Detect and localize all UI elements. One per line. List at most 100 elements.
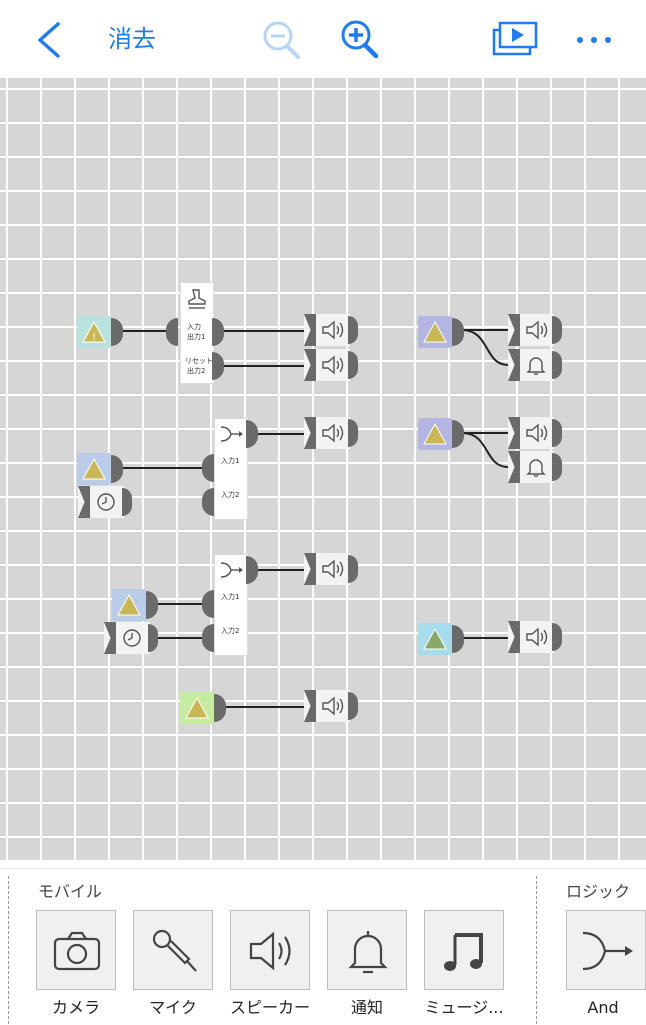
and-gate-icon [220,426,243,442]
wire [462,637,508,639]
and-input1-tab [202,590,214,618]
logic-section-title: ロジック [566,882,631,901]
and-output-tab [246,556,258,584]
speaker-block[interactable] [508,417,562,449]
speaker-block[interactable] [304,314,358,346]
speaker-block[interactable] [508,621,562,653]
timer-block[interactable] [104,622,158,654]
bell-icon [526,459,546,477]
sensor-block[interactable] [112,589,158,621]
palette-and[interactable] [566,910,646,990]
speaker-block[interactable] [304,553,358,585]
palette-divider [8,876,9,1024]
speaker-icon [526,627,548,647]
palette-music-label: ミュージ... [424,998,504,1017]
palette-divider [536,876,537,1024]
more-dots-icon [577,37,611,43]
toolbar: 消去 [0,0,646,78]
sensor-block[interactable] [418,623,464,655]
speaker-icon [249,931,291,971]
clock-icon [123,629,141,647]
bell-icon [526,357,546,375]
sensor-block[interactable] [77,453,123,485]
wire [122,330,168,332]
palette-microphone[interactable] [133,910,213,990]
wire [258,569,304,571]
counter-output1-tab [212,318,224,346]
sensor-block[interactable]: ! [77,316,123,348]
and-gate-icon [582,931,633,971]
more-button[interactable] [572,22,618,56]
speaker-icon [322,355,344,375]
play-stack-icon [492,21,538,56]
and-output-tab [246,420,258,448]
sensor-block[interactable] [180,692,226,724]
input1-label: 入力1 [221,593,240,601]
and-input1-tab [202,454,214,482]
speaker-block[interactable] [304,690,358,722]
zoom-in-icon [341,20,379,59]
zoom-out-icon [263,21,300,59]
input-label: 入力 [187,323,201,331]
program-canvas[interactable]: ! 入力 出力1 リセット 出力2 [0,78,646,860]
and-input2-tab [202,488,214,516]
sensor-block[interactable] [418,418,464,450]
music-note-icon [444,933,483,971]
palette-speaker-label: スピーカー [229,998,310,1017]
mobile-section-title: モバイル [38,882,103,901]
palette-notification[interactable] [327,910,407,990]
warning-sensor-icon [117,593,141,616]
speaker-icon [526,320,548,340]
wire [258,433,304,435]
clock-icon [97,493,115,511]
warning-sensor-icon [423,627,447,650]
timer-block[interactable] [78,486,132,518]
warning-sensor-icon [423,320,447,343]
wire [224,706,304,708]
bell-icon [348,931,388,974]
svg-text:!: ! [92,332,96,343]
clear-button[interactable]: 消去 [108,25,156,53]
sensor-block[interactable] [418,316,464,348]
and-block[interactable]: 入力1 入力2 [214,554,248,656]
speaker-icon [322,320,344,340]
palette-camera-label: カメラ [51,998,100,1017]
chevron-left-icon [38,22,60,58]
zoom-out-button[interactable] [258,18,306,62]
palette-notification-label: 通知 [350,998,383,1017]
reset-label: リセット [185,357,213,365]
palette-speaker[interactable] [230,910,310,990]
input1-label: 入力1 [221,457,240,465]
and-block[interactable]: 入力1 入力2 [214,418,248,520]
speaker-block[interactable] [304,417,358,449]
wire [156,603,204,605]
speaker-block[interactable] [304,349,358,381]
stamp-icon [188,289,206,309]
play-button[interactable] [490,18,542,58]
and-gate-icon [220,562,243,578]
speaker-icon [322,696,344,716]
notification-block[interactable] [508,349,562,381]
wire [156,637,204,639]
wire [224,330,304,332]
notification-block[interactable] [508,451,562,483]
warning-sensor-icon: ! [82,320,106,343]
output2-label: 出力2 [187,367,206,375]
counter-block[interactable]: 入力 出力1 リセット 出力2 [180,282,214,384]
palette-and-label: And [587,998,619,1017]
branch-wires [461,329,509,468]
palette-microphone-label: マイク [149,998,197,1017]
warning-sensor-icon [185,696,209,719]
palette-camera[interactable] [36,910,116,990]
microphone-icon [152,929,197,972]
speaker-icon [322,559,344,579]
speaker-block[interactable] [508,314,562,346]
warning-sensor-icon [82,457,106,480]
palette-music[interactable] [424,910,504,990]
and-input2-tab [202,624,214,652]
back-button[interactable] [30,18,70,62]
speaker-icon [526,423,548,443]
input2-label: 入力2 [221,627,240,635]
zoom-in-button[interactable] [336,16,384,62]
counter-input-tab [166,318,178,346]
